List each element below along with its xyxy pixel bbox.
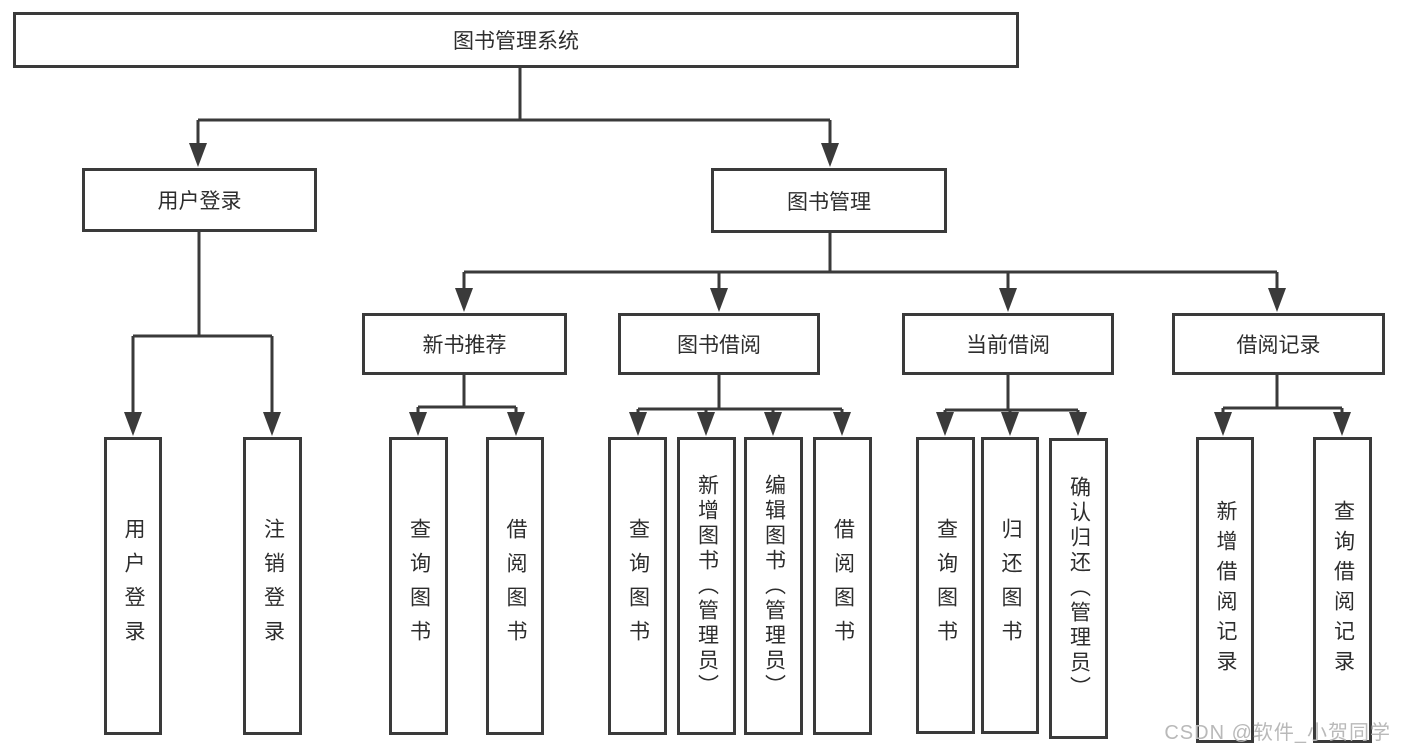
leaf-query-books-current: 查询图书 [916, 437, 975, 734]
node-label: 归还图书 [999, 517, 1022, 654]
leaf-query-borrow-record: 查询借阅记录 [1313, 437, 1372, 743]
arrowhead [1333, 412, 1351, 436]
node-borrowing-records: 借阅记录 [1172, 313, 1385, 375]
arrowhead [189, 143, 207, 167]
leaf-confirm-return-admin: 确认归还（管理员） [1049, 438, 1108, 739]
arrowhead [833, 412, 851, 436]
node-label: 当前借阅 [966, 334, 1050, 357]
leaf-query-books-recommend: 查询图书 [389, 437, 448, 735]
node-new-book-recommendation: 新书推荐 [362, 313, 567, 375]
arrowhead [507, 412, 525, 436]
leaf-return-book: 归还图书 [981, 437, 1039, 734]
node-label: 查询图书 [934, 517, 958, 654]
node-label: 查询借阅记录 [1331, 500, 1355, 680]
node-label: 图书借阅 [677, 334, 761, 357]
arrowhead [999, 288, 1017, 312]
node-current-borrowing: 当前借阅 [902, 313, 1114, 375]
arrowhead [764, 412, 782, 436]
node-label: 新增图书（管理员） [695, 473, 719, 699]
node-library-management-system: 图书管理系统 [13, 12, 1019, 68]
node-label: 查询图书 [626, 518, 650, 654]
node-label: 注销登录 [261, 518, 285, 654]
node-book-management: 图书管理 [711, 168, 947, 233]
node-label: 新书推荐 [422, 334, 507, 357]
node-book-borrowing: 图书借阅 [618, 313, 820, 375]
arrowhead [936, 412, 954, 436]
node-label: 用户登录 [122, 518, 145, 654]
leaf-borrow-books-recommend: 借阅图书 [486, 437, 544, 735]
arrowhead [1268, 288, 1286, 312]
csdn-watermark: CSDN @软件_小贺同学 [1164, 722, 1391, 744]
arrowhead [1001, 412, 1019, 436]
leaf-query-books-borrow: 查询图书 [608, 437, 667, 735]
leaf-borrow-books: 借阅图书 [813, 437, 872, 735]
node-label: 用户登录 [157, 190, 242, 213]
arrowhead [821, 143, 839, 167]
node-label: 借阅图书 [504, 518, 527, 654]
arrowhead [1069, 412, 1087, 436]
arrowhead [263, 412, 281, 436]
arrowhead [1214, 412, 1232, 436]
arrowhead [629, 412, 647, 436]
leaf-add-book-admin: 新增图书（管理员） [677, 437, 736, 735]
node-label: 查询图书 [407, 518, 431, 654]
node-label: 借阅记录 [1236, 334, 1321, 357]
node-label: 图书管理系统 [453, 30, 579, 53]
leaf-logout: 注销登录 [243, 437, 302, 735]
arrowhead [455, 288, 473, 312]
arrowhead [409, 412, 427, 436]
leaf-user-login: 用户登录 [104, 437, 162, 735]
leaf-edit-book-admin: 编辑图书（管理员） [744, 437, 803, 735]
arrowhead [124, 412, 142, 436]
leaf-add-borrow-record: 新增借阅记录 [1196, 437, 1254, 743]
node-label: 新增借阅记录 [1214, 500, 1237, 680]
node-label: 图书管理 [787, 190, 871, 214]
node-user-login: 用户登录 [82, 168, 317, 232]
node-label: 编辑图书（管理员） [762, 473, 786, 699]
node-label: 确认归还（管理员） [1067, 476, 1091, 701]
arrowhead [710, 288, 728, 312]
node-label: 借阅图书 [831, 518, 855, 654]
arrowhead [697, 412, 715, 436]
